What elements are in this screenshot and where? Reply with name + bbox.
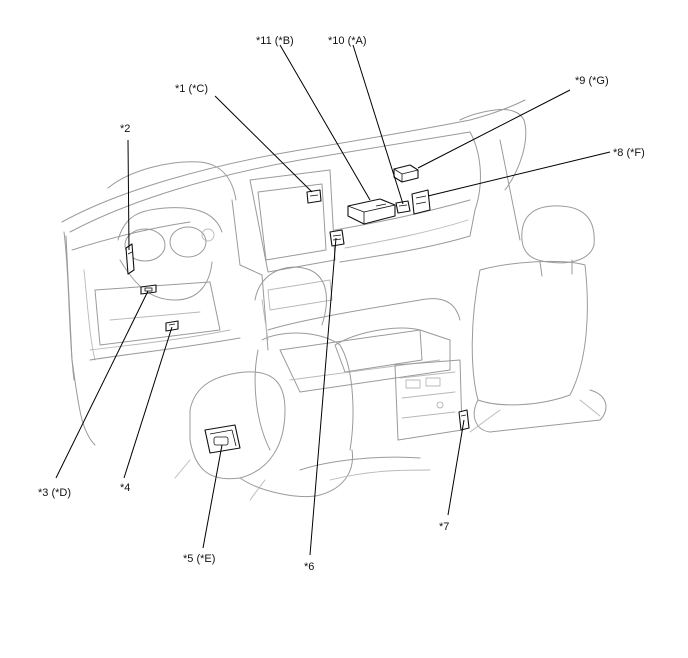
callout-labels: *11 (*B) *10 (*A) *9 (*G) *8 (*F) *1 (*C… xyxy=(38,35,645,573)
part-3-switch xyxy=(140,284,157,295)
component-parts xyxy=(125,164,470,454)
leader-5 xyxy=(202,444,223,549)
callout-7: *7 xyxy=(439,521,449,533)
part-2-cluster xyxy=(125,243,135,275)
callout-10: *10 (*A) xyxy=(328,35,367,47)
callout-1: *1 (*C) xyxy=(175,83,208,95)
part-4-sensor xyxy=(165,320,179,332)
leader-6 xyxy=(309,237,337,556)
part-8-module xyxy=(411,189,431,215)
leader-1 xyxy=(214,95,313,193)
leader-4 xyxy=(123,326,173,479)
callout-8: *8 (*F) xyxy=(613,147,645,159)
callout-11: *11 (*B) xyxy=(256,35,294,47)
part-11-ecu xyxy=(347,198,396,225)
callout-6: *6 xyxy=(304,561,314,573)
callout-5: *5 (*E) xyxy=(183,553,215,565)
part-1-module xyxy=(306,189,322,204)
leader-9 xyxy=(417,89,571,169)
callout-2: *2 xyxy=(120,123,130,135)
part-10-connector xyxy=(395,200,411,214)
callout-9: *9 (*G) xyxy=(575,75,609,87)
leader-2 xyxy=(127,139,130,251)
callout-3: *3 (*D) xyxy=(38,487,71,499)
part-9-sensor xyxy=(393,164,419,183)
interior-outline xyxy=(61,99,607,501)
callout-4: *4 xyxy=(120,482,130,494)
leader-8 xyxy=(427,151,611,197)
leader-10 xyxy=(352,44,404,205)
leader-lines xyxy=(55,44,611,556)
leader-3 xyxy=(55,290,149,479)
part-6-module xyxy=(329,229,345,247)
leader-7 xyxy=(447,419,465,516)
part-5-seat-switch xyxy=(204,424,241,454)
leader-11 xyxy=(279,44,371,201)
